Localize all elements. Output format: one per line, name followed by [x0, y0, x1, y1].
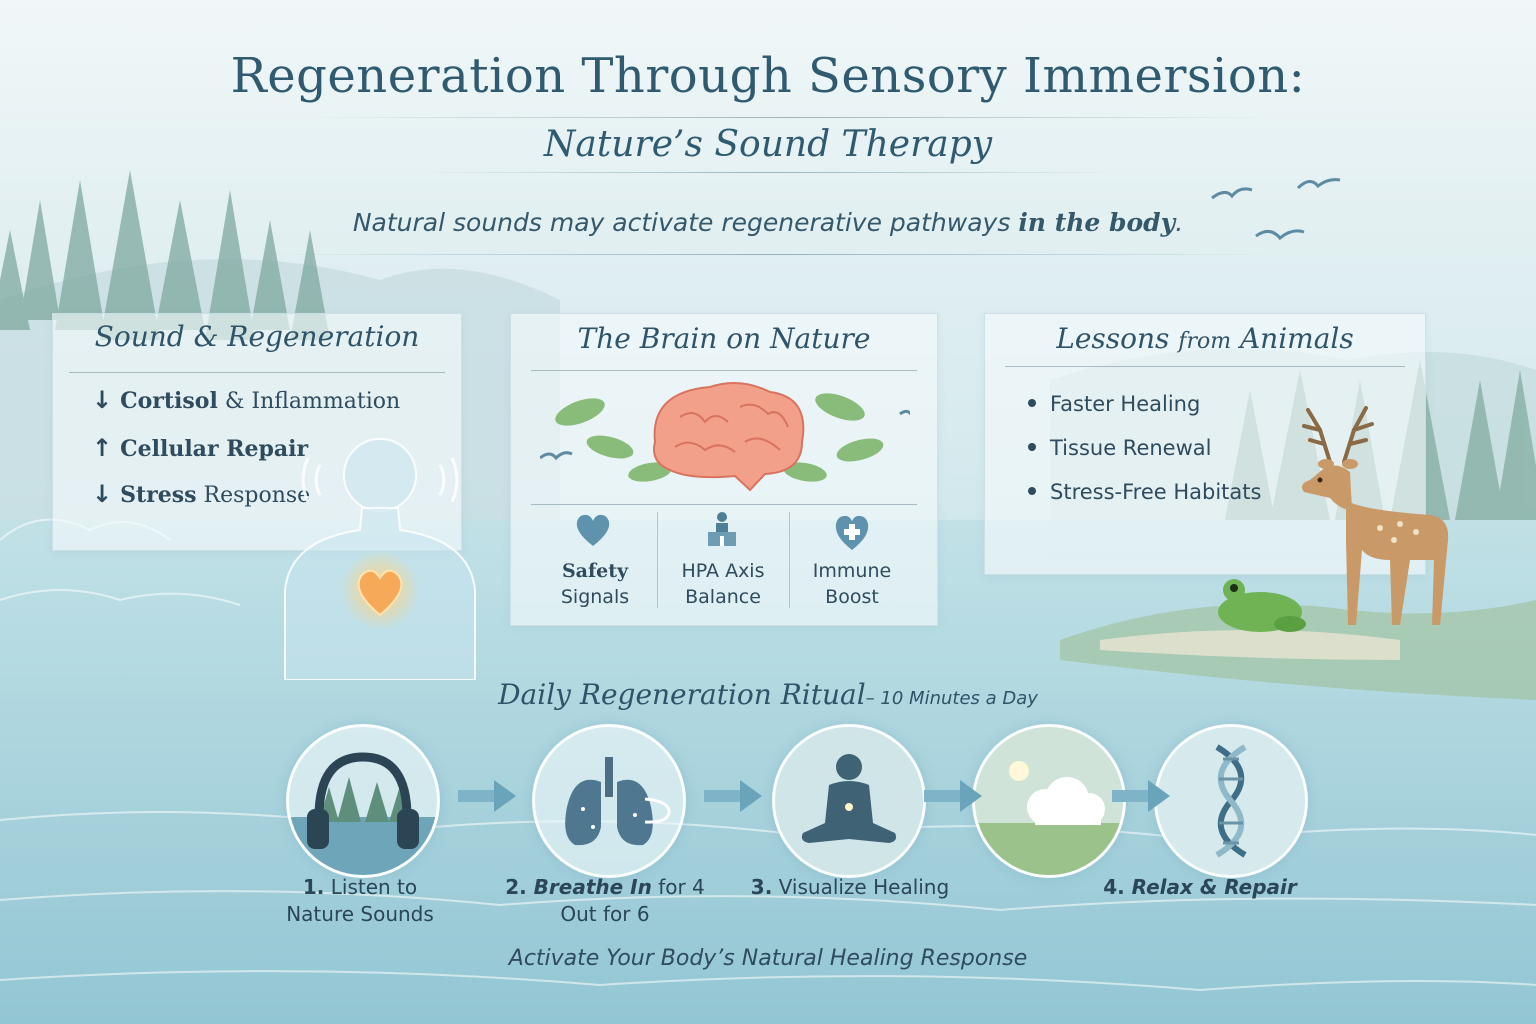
step-clouds — [972, 724, 1126, 878]
immune-boost-label: Immune Boost — [792, 558, 912, 610]
item-rest: Response — [196, 483, 311, 508]
ritual-title-dash: – — [865, 688, 881, 709]
meditation-icon — [775, 727, 923, 875]
page-subtitle: Nature’s Sound Therapy — [543, 124, 993, 165]
frog-icon — [1218, 579, 1306, 632]
step-text: Visualize Healing — [772, 875, 950, 899]
tagline-text: Natural sounds may activate regenerative… — [352, 208, 1019, 237]
step-2-label: 2. Breathe In for 4 Out for 6 — [500, 874, 710, 928]
step-text-line2: Nature Sounds — [286, 902, 434, 926]
title-part: Animals — [1231, 322, 1354, 355]
step-3-label: 3. Visualize Healing — [740, 874, 960, 901]
list-item: Faster Healing — [1028, 392, 1200, 416]
brain-nature-panel: The Brain on Nature — [510, 313, 938, 626]
list-item: ↑ Cellular Repair — [92, 434, 308, 462]
list-item: Tissue Renewal — [1028, 436, 1211, 460]
title-part: from — [1178, 329, 1232, 354]
brain-icon — [540, 382, 910, 492]
step-text: for 4 — [651, 875, 705, 899]
step-number: 3. — [750, 875, 773, 899]
title-part: Lessons — [1056, 322, 1179, 355]
item-strong: Cellular Repair — [120, 436, 309, 462]
subtitle-divider — [420, 172, 1120, 173]
cell-line2: Boost — [825, 586, 879, 608]
step-number: 4. — [1103, 875, 1125, 899]
panel-divider — [531, 504, 917, 505]
item-text: Faster Healing — [1050, 392, 1201, 416]
step-4-dna — [1154, 724, 1308, 878]
list-item: ↓ Cortisol & Inflammation — [92, 386, 400, 414]
page-title: Regeneration Through Sensory Immersion: — [230, 48, 1306, 104]
bullet-icon — [1028, 443, 1036, 451]
ritual-title-main: Daily Regeneration Ritual — [498, 678, 866, 711]
shield-cross-icon — [835, 515, 869, 550]
ritual-title: Daily Regeneration Ritual– 10 Minutes a … — [0, 678, 1536, 711]
dna-icon — [1157, 727, 1305, 875]
safety-signals-label: Safety Signals — [535, 558, 655, 610]
bullet-icon — [1028, 487, 1036, 495]
bullet-icon — [1028, 399, 1036, 407]
cell-line1: Immune — [812, 560, 892, 582]
panel-title: Sound & Regeneration — [94, 320, 420, 353]
tagline-end: . — [1175, 208, 1184, 237]
list-item: ↓ Stress Response — [92, 480, 310, 508]
step-1-headphones — [286, 724, 440, 878]
panel-title: Lessons from Animals — [985, 322, 1425, 355]
step-number: 2. — [505, 875, 527, 899]
step-text-line2: Out for 6 — [560, 902, 650, 926]
flow-arrow-icon — [458, 780, 516, 812]
deer-icon — [1302, 406, 1449, 625]
down-arrow-icon: ↓ — [92, 386, 113, 414]
item-rest: & Inflammation — [217, 389, 401, 414]
cell-divider — [657, 512, 658, 608]
tagline-emphasis: in the body — [1018, 208, 1176, 237]
panel-divider — [69, 372, 445, 373]
clouds-icon — [975, 727, 1123, 875]
step-number: 1. — [302, 875, 325, 899]
title-divider — [300, 117, 1280, 118]
down-arrow-icon: ↓ — [92, 480, 113, 508]
lungs-icon — [565, 757, 671, 846]
step-2-lungs — [532, 724, 686, 878]
cell-divider — [789, 512, 790, 608]
hpa-axis-icon — [708, 512, 736, 546]
cell-line2: Balance — [685, 586, 761, 608]
headphones-icon — [289, 752, 437, 875]
item-strong: Cortisol — [120, 388, 218, 414]
step-text: Relax & Repair — [1124, 875, 1297, 899]
item-text: Stress-Free Habitats — [1050, 480, 1262, 504]
flow-arrow-icon — [704, 780, 762, 812]
step-3-meditation — [772, 724, 926, 878]
heart-icon — [576, 514, 610, 546]
tagline: Natural sounds may activate regenerative… — [0, 208, 1536, 237]
step-text: Listen to — [324, 875, 418, 899]
panel-divider — [1005, 366, 1405, 367]
flow-arrow-icon — [924, 780, 982, 812]
footer-tagline: Activate Your Body’s Natural Healing Res… — [508, 946, 1028, 971]
tagline-divider — [260, 254, 1280, 255]
up-arrow-icon: ↑ — [92, 434, 113, 462]
step-1-label: 1. Listen to Nature Sounds — [270, 874, 450, 928]
birds-icon — [1211, 178, 1341, 241]
step-text-bold: Breathe In — [526, 875, 652, 899]
ritual-title-sub: 10 Minutes a Day — [880, 688, 1038, 709]
step-4-label: 4. Relax & Repair — [1100, 874, 1300, 901]
item-text: Tissue Renewal — [1050, 436, 1212, 460]
flow-arrow-icon — [1112, 780, 1170, 812]
cell-line2: Signals — [560, 586, 630, 608]
panel-title: The Brain on Nature — [577, 322, 871, 355]
cell-line1: HPA Axis — [681, 560, 765, 582]
hpa-axis-label: HPA Axis Balance — [662, 558, 784, 610]
cell-line1: Safety — [561, 560, 629, 582]
human-body-icon — [284, 438, 476, 680]
panel-divider — [531, 370, 917, 371]
list-item: Stress-Free Habitats — [1028, 480, 1261, 504]
item-strong: Stress — [120, 482, 197, 508]
